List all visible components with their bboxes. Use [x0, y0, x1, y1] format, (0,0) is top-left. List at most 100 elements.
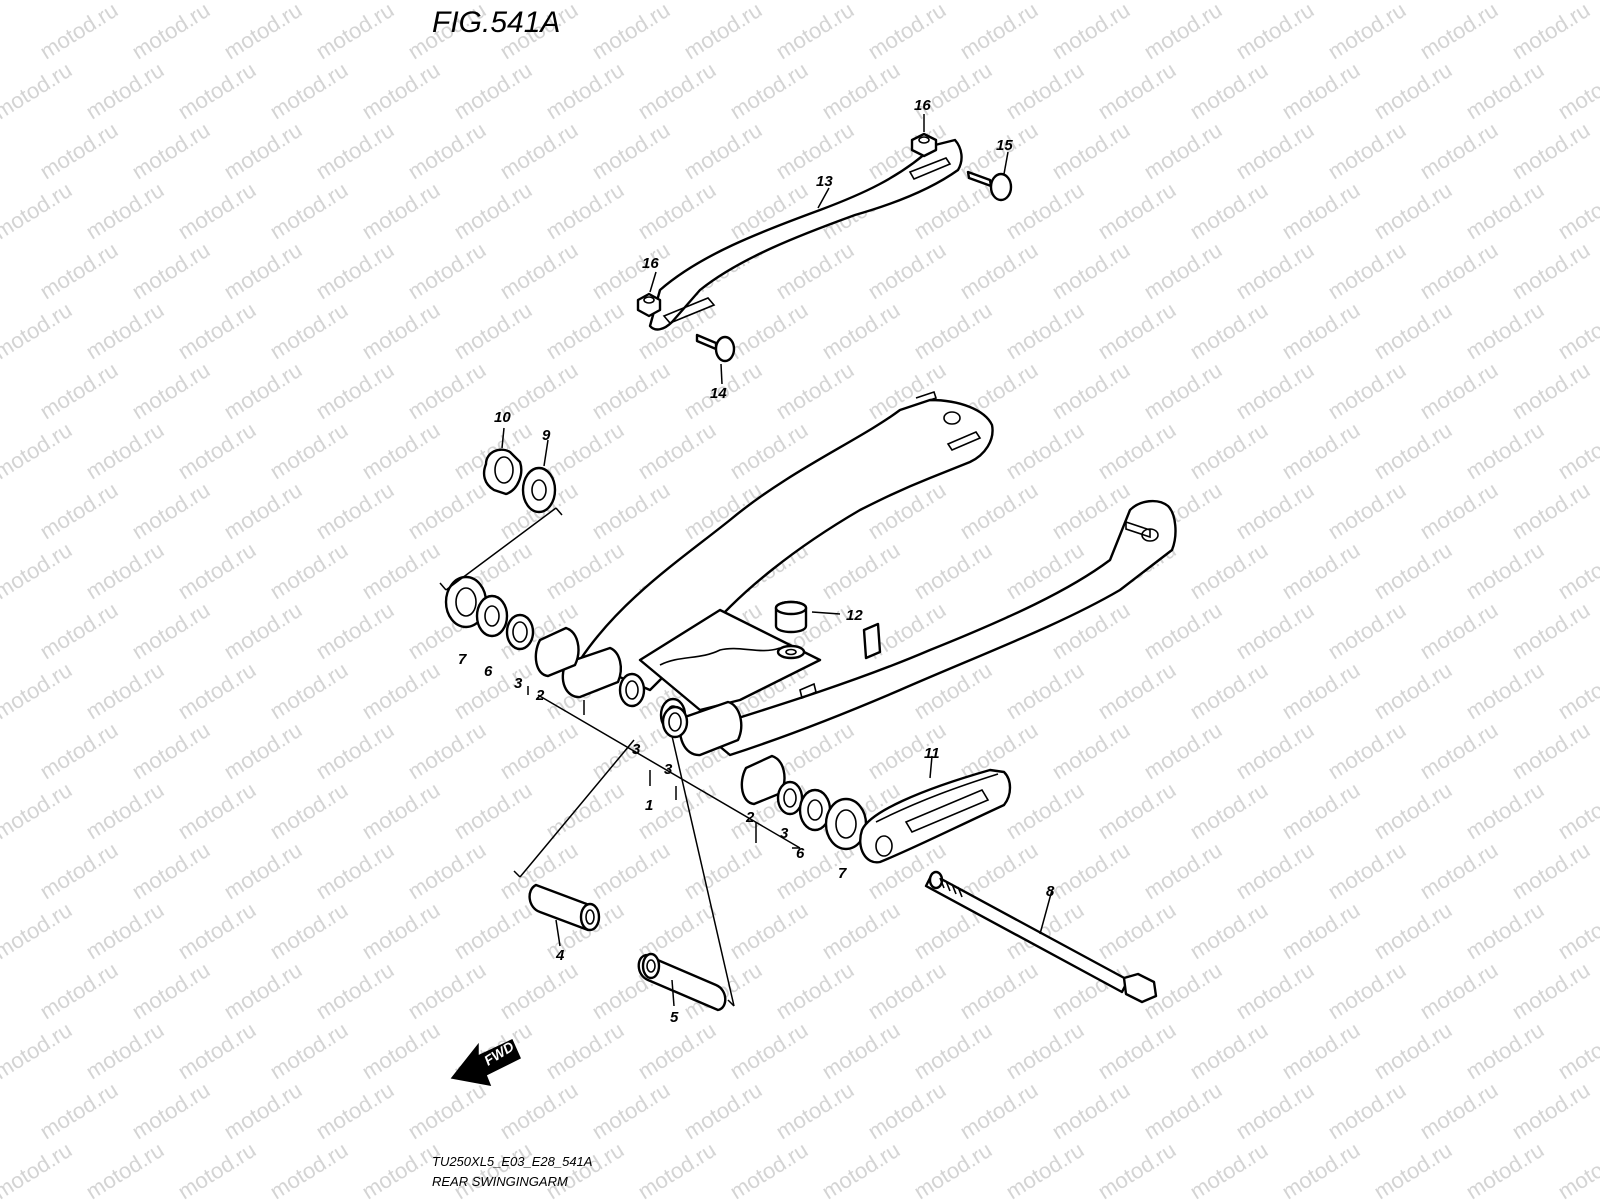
watermark-text: motod.ru: [1507, 0, 1594, 64]
watermark-text: motod.ru: [35, 237, 122, 304]
watermark-text: motod.ru: [817, 897, 904, 964]
watermark-text: motod.ru: [127, 477, 214, 544]
bushing-12-top: [774, 600, 808, 616]
watermark-text: motod.ru: [1093, 777, 1180, 844]
watermark-text: motod.ru: [1461, 177, 1548, 244]
washer-6-left: [475, 594, 509, 638]
watermark-text: motod.ru: [1093, 417, 1180, 484]
watermark-text: motod.ru: [1047, 1077, 1134, 1144]
watermark-text: motod.ru: [633, 0, 720, 4]
watermark-text: motod.ru: [0, 57, 76, 124]
swingarm-left-stud: [915, 390, 938, 405]
watermark-text: motod.ru: [633, 57, 720, 124]
figure-name: REAR SWINGINGARM: [432, 1174, 568, 1189]
bearing-3-center: [661, 705, 689, 739]
watermark-text: motod.ru: [311, 597, 398, 664]
watermark-text: motod.ru: [1553, 297, 1600, 364]
nut-10: [482, 448, 523, 496]
callout-4: 4: [555, 947, 565, 964]
watermark-text: motod.ru: [265, 1017, 352, 1084]
watermark-text: motod.ru: [127, 597, 214, 664]
watermark-text: motod.ru: [403, 237, 490, 304]
callout-3c: 3: [664, 761, 673, 778]
watermark-text: motod.ru: [0, 0, 76, 4]
watermark-text: motod.ru: [1461, 417, 1548, 484]
watermark-text: motod.ru: [1139, 717, 1226, 784]
callout-9: 9: [542, 427, 551, 444]
bearing-3-left: [505, 613, 535, 651]
watermark-text: motod.ru: [449, 897, 536, 964]
swingarm-left-arm-slot: [946, 431, 982, 451]
bearing-3-left-bore: [512, 621, 528, 643]
torque-rod: [648, 138, 963, 331]
watermark-text: motod.ru: [771, 117, 858, 184]
watermark-text: motod.ru: [403, 717, 490, 784]
watermark-text: motod.ru: [173, 1017, 260, 1084]
watermark-text: motod.ru: [1001, 177, 1088, 244]
watermark-text: motod.ru: [909, 297, 996, 364]
watermark-text: motod.ru: [1047, 237, 1134, 304]
watermark-text: motod.ru: [1369, 1137, 1456, 1200]
watermark-text: motod.ru: [1093, 897, 1180, 964]
callout-12: 12: [846, 607, 863, 624]
watermark-text: motod.ru: [357, 537, 444, 604]
watermark-text: motod.ru: [1507, 717, 1594, 784]
watermark-text: motod.ru: [449, 297, 536, 364]
watermark-text: motod.ru: [587, 837, 674, 904]
leader-lines: [439, 114, 1053, 1007]
watermark-text: motod.ru: [219, 477, 306, 544]
watermark-text: motod.ru: [1185, 897, 1272, 964]
callout-3d: 3: [780, 825, 789, 842]
watermark-text: motod.ru: [357, 897, 444, 964]
watermark-text: motod.ru: [1415, 597, 1502, 664]
watermark-text: motod.ru: [265, 777, 352, 844]
watermark-text: motod.ru: [127, 357, 214, 424]
watermark-text: motod.ru: [541, 1017, 628, 1084]
watermark-text: motod.ru: [1461, 57, 1548, 124]
watermark-text: motod.ru: [81, 57, 168, 124]
watermark-text: motod.ru: [35, 717, 122, 784]
watermark-text: motod.ru: [1277, 1137, 1364, 1200]
watermark-text: motod.ru: [403, 117, 490, 184]
callout-5: 5: [670, 1009, 679, 1026]
watermark-text: motod.ru: [127, 237, 214, 304]
watermark-text: motod.ru: [127, 117, 214, 184]
watermark-text: motod.ru: [955, 477, 1042, 544]
spacer-4-end: [579, 902, 601, 932]
watermark-text: motod.ru: [633, 417, 720, 484]
watermark-text: motod.ru: [1139, 237, 1226, 304]
watermark-text: motod.ru: [0, 657, 76, 724]
watermark-text: motod.ru: [955, 237, 1042, 304]
watermark-text: motod.ru: [311, 837, 398, 904]
watermark-text: motod.ru: [1323, 837, 1410, 904]
watermark-text: motod.ru: [127, 957, 214, 1024]
watermark-text: motod.ru: [541, 537, 628, 604]
callout-11: 11: [924, 745, 940, 762]
watermark-text: motod.ru: [1047, 717, 1134, 784]
watermark-text: motod.ru: [633, 1017, 720, 1084]
spacer-collars-group: [528, 883, 727, 1012]
watermark-text: motod.ru: [173, 897, 260, 964]
watermark-text: motod.ru: [633, 1137, 720, 1200]
watermark-text: motod.ru: [1369, 1017, 1456, 1084]
watermark-text: motod.ru: [1323, 357, 1410, 424]
watermark-text: motod.ru: [81, 1137, 168, 1200]
watermark-text: motod.ru: [1277, 897, 1364, 964]
watermark-text: motod.ru: [1553, 57, 1600, 124]
watermark-text: motod.ru: [679, 1077, 766, 1144]
nut-10-face: [494, 456, 514, 484]
watermark-text: motod.ru: [1415, 717, 1502, 784]
watermark-text: motod.ru: [1093, 177, 1180, 244]
watermark-text: motod.ru: [1231, 117, 1318, 184]
watermark-text: motod.ru: [1277, 57, 1364, 124]
watermark-text: motod.ru: [863, 237, 950, 304]
callout-7b: 7: [838, 865, 847, 882]
chain-guard-11-slot: [904, 788, 990, 834]
figure-title: FIG.541A: [432, 6, 560, 39]
watermark-text: motod.ru: [817, 1137, 904, 1200]
watermark-text: motod.ru: [311, 477, 398, 544]
watermark-text: motod.ru: [173, 57, 260, 124]
watermark-text: motod.ru: [771, 0, 858, 64]
watermark-text: motod.ru: [403, 357, 490, 424]
